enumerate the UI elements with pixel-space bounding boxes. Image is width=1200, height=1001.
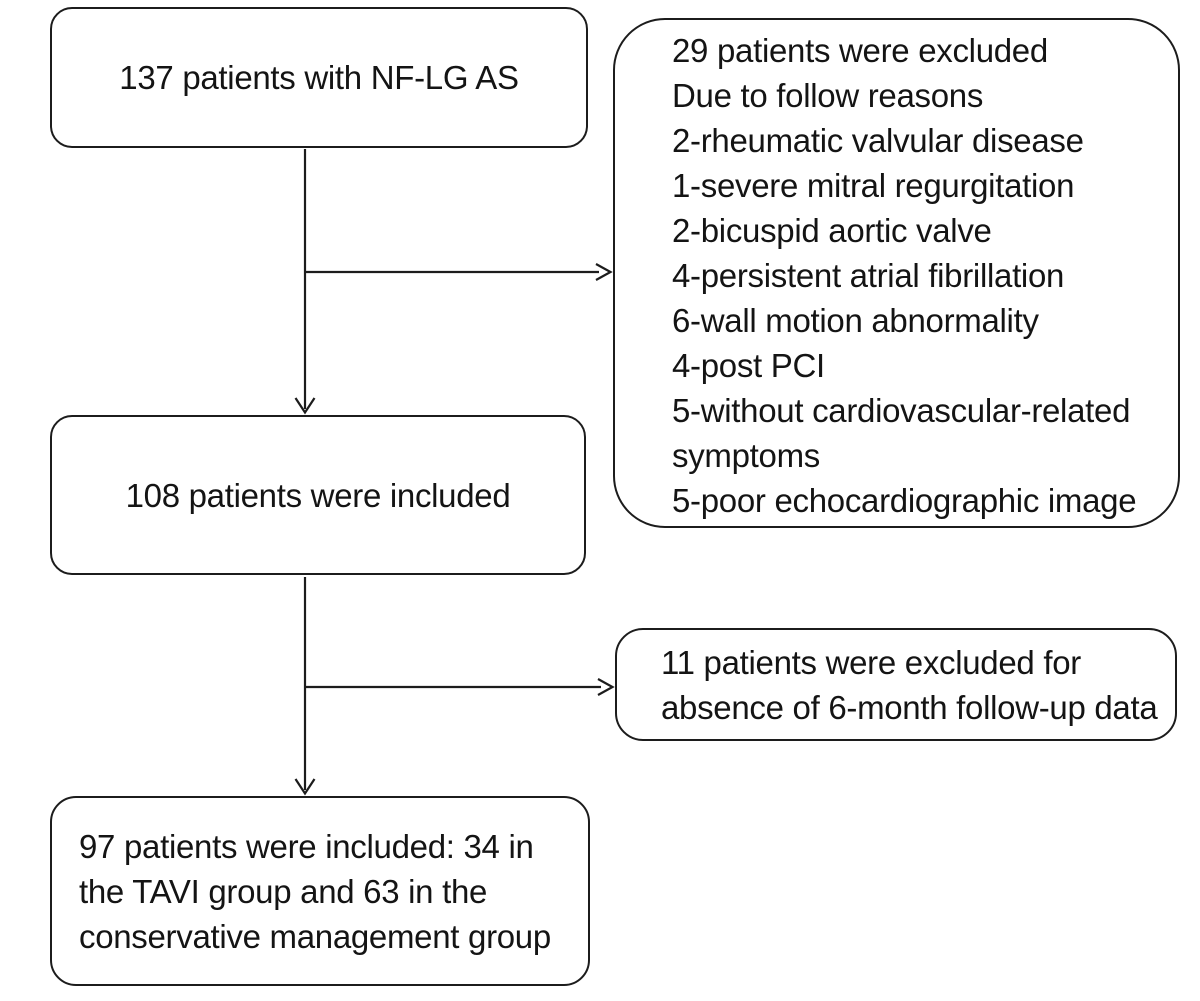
node-excluded-initial: 29 patients were excluded Due to follow … (613, 18, 1180, 528)
node-excluded-followup-text: 11 patients were excluded for absence of… (661, 643, 1158, 726)
node-final: 97 patients were included: 34 in the TAV… (50, 796, 590, 986)
node-enrolled: 137 patients with NF-LG AS (50, 7, 588, 148)
arrow-included-to-final (294, 577, 316, 796)
node-excluded-initial-text: 29 patients were excluded Due to follow … (672, 32, 1137, 519)
node-enrolled-text: 137 patients with NF-LG AS (119, 59, 519, 96)
node-excluded-followup: 11 patients were excluded for absence of… (615, 628, 1177, 741)
node-included: 108 patients were included (50, 415, 586, 575)
node-included-text: 108 patients were included (125, 476, 511, 514)
arrow-branch-to-excluded-followup (305, 678, 615, 696)
arrow-enrolled-to-included (294, 149, 316, 415)
node-final-text: 97 patients were included: 34 in the TAV… (79, 827, 551, 955)
arrow-branch-to-excluded-initial (305, 263, 613, 281)
